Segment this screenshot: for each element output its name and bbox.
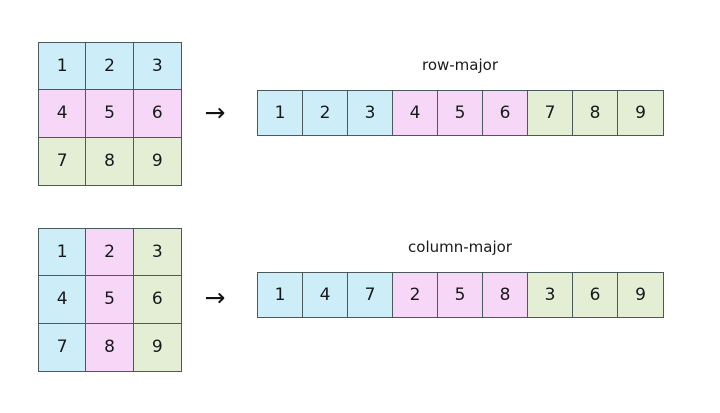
matrix-cell: 7: [39, 323, 87, 371]
matrix-cell: 5: [86, 90, 134, 138]
matrix-cell: 3: [133, 229, 181, 277]
matrix-cell: 4: [39, 276, 87, 324]
array-cell: 7: [348, 273, 393, 317]
caption-row-major: row-major: [421, 56, 498, 74]
array-cell: 9: [618, 91, 663, 135]
matrix-cell: 1: [39, 43, 87, 91]
matrix-cell: 7: [39, 137, 87, 185]
array-cell: 2: [393, 273, 438, 317]
matrix-cell: 2: [86, 229, 134, 277]
array-cell: 7: [528, 91, 573, 135]
matrix-cell: 1: [39, 229, 87, 277]
matrix-cell: 4: [39, 90, 87, 138]
array-cell: 2: [303, 91, 348, 135]
array-cell: 5: [438, 91, 483, 135]
matrix-cell: 9: [133, 137, 181, 185]
array-cell: 4: [393, 91, 438, 135]
array-cell: 1: [258, 91, 303, 135]
array-cell: 9: [618, 273, 663, 317]
arrow-right-icon: →: [204, 283, 226, 312]
matrix-cell: 2: [86, 43, 134, 91]
array-cell: 8: [483, 273, 528, 317]
matrix-cell: 3: [133, 43, 181, 91]
arrow-right-icon: →: [204, 98, 226, 127]
matrix-cell: 9: [133, 323, 181, 371]
array-cell: 3: [528, 273, 573, 317]
matrix-cell: 8: [86, 323, 134, 371]
array-cell: 6: [483, 91, 528, 135]
matrix-cell: 6: [133, 90, 181, 138]
matrix-cell: 8: [86, 137, 134, 185]
caption-column-major: column-major: [408, 238, 512, 256]
array-cell: 8: [573, 91, 618, 135]
array-cell: 4: [303, 273, 348, 317]
array-cell: 6: [573, 273, 618, 317]
matrix-cell: 5: [86, 276, 134, 324]
array-cell: 5: [438, 273, 483, 317]
array-cell: 1: [258, 273, 303, 317]
array-cell: 3: [348, 91, 393, 135]
matrix-cell: 6: [133, 276, 181, 324]
